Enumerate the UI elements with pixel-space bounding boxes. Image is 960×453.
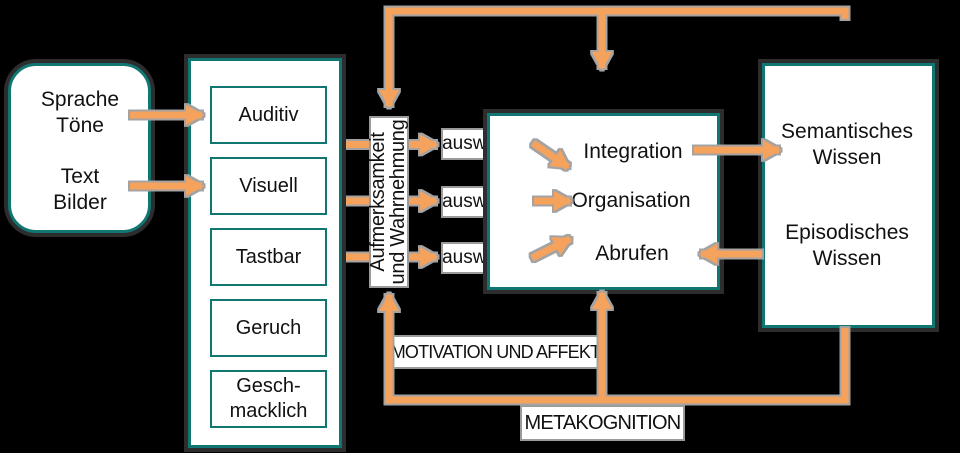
sensory-channel-box-auditiv: Auditiv <box>210 86 327 144</box>
sensory-channel-label: Auditiv <box>238 103 299 126</box>
long-term-memory-box <box>762 63 935 328</box>
attention-perception-label: Aufmerksamkeit und Wahrnehmung <box>367 112 410 292</box>
process-integration-label: Integration <box>583 140 683 163</box>
sensory-channel-label: Geruch <box>235 316 302 339</box>
sensory-channel-label: Tastbar <box>235 245 302 268</box>
input-speech-sounds-label: Sprache Töne <box>40 88 120 137</box>
working-memory-box <box>487 113 720 290</box>
sensory-channel-box-tastbar: Tastbar <box>210 228 327 286</box>
sensory-channel-box-geschmacklich: Gesch- macklich <box>210 370 327 428</box>
metacognition-label: METAKOGNITION <box>522 407 683 439</box>
sensory-channel-box-visuell: Visuell <box>210 157 327 215</box>
episodic-knowledge-label: Episodisches Wissen <box>785 221 909 270</box>
attention-line2: und Wahrnehmung <box>387 119 409 285</box>
sensory-channel-box-geruch: Geruch <box>210 299 327 357</box>
sensory-channel-label: Gesch- macklich <box>229 375 308 422</box>
input-sources-box <box>8 63 151 233</box>
process-abrufen-label: Abrufen <box>595 242 669 265</box>
sensory-channel-label: Visuell <box>239 174 298 197</box>
semantic-knowledge-label: Semantisches Wissen <box>781 120 913 169</box>
input-text-pictures-label: Text Bilder <box>53 165 107 214</box>
attention-line1: Aufmerksamkeit <box>367 132 389 272</box>
process-organisation-label: Organisation <box>571 189 691 212</box>
motivation-affect-label: MOTIVATION UND AFFEKT <box>388 337 603 367</box>
